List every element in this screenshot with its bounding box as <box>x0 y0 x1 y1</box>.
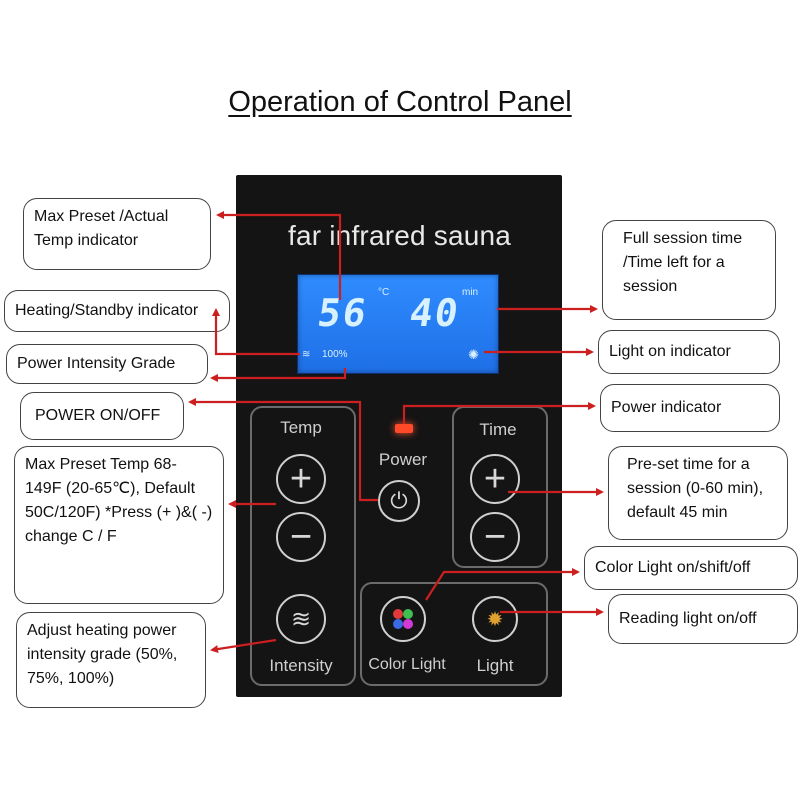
arrow-heating-standby <box>212 308 300 356</box>
arrow-color-light <box>425 568 580 601</box>
callout-power-indicator: Power indicator <box>600 384 780 432</box>
time-unit: min <box>462 287 479 298</box>
arrow-power-indicator <box>402 402 596 424</box>
callout-heating-standby: Heating/Standby indicator <box>4 290 230 332</box>
heat-waves-icon: ≋ <box>290 605 312 633</box>
arrow-intensity <box>210 638 277 654</box>
time-plus-button[interactable]: + <box>470 454 520 504</box>
callout-light-on: Light on indicator <box>598 330 780 374</box>
lcd-display: 56 °C 40 min ≋ 100% ✺ <box>297 274 499 374</box>
power-button[interactable]: ⏻ <box>378 480 420 522</box>
arrow-power-intensity <box>210 368 347 382</box>
power-label: Power <box>378 450 428 469</box>
arrow-power-onoff <box>188 398 378 502</box>
intensity-readout: 100% <box>322 349 348 360</box>
intensity-button[interactable]: ≋ <box>276 594 326 644</box>
callout-preset-time: Pre-set time for a session (0-60 min), d… <box>608 446 788 540</box>
callout-reading-light: Reading light on/off <box>608 594 798 644</box>
temp-label: Temp <box>280 418 322 437</box>
color-light-label: Color Light <box>368 656 446 673</box>
lights-group <box>360 582 548 686</box>
time-minus-button[interactable]: − <box>470 512 520 562</box>
power-icon: ⏻ <box>390 488 408 513</box>
light-indicator-icon: ✺ <box>468 347 479 362</box>
callout-max-preset: Max Preset /Actual Temp indicator <box>23 198 211 270</box>
power-led <box>395 424 413 433</box>
temp-plus-button[interactable]: + <box>276 454 326 504</box>
temp-group <box>250 406 356 686</box>
color-dots-icon <box>393 609 413 629</box>
color-light-button[interactable] <box>380 596 426 642</box>
intensity-label: Intensity <box>269 656 333 675</box>
temp-minus-button[interactable]: − <box>276 512 326 562</box>
temp-unit: °C <box>378 287 390 298</box>
callout-color-light: Color Light on/shift/off <box>584 546 798 590</box>
time-label: Time <box>479 420 517 439</box>
reading-light-button[interactable]: ✹ <box>472 596 518 642</box>
light-label: Light <box>476 656 514 675</box>
callout-power-intensity: Power Intensity Grade <box>6 344 208 384</box>
heating-icon: ≋ <box>302 349 311 360</box>
arrow-max-preset <box>216 211 342 300</box>
callout-adjust-heating: Adjust heating power intensity grade (50… <box>16 612 206 708</box>
diagram-title: Operation of Control Panel <box>228 86 572 118</box>
callout-max-preset-temp: Max Preset Temp 68-149F (20-65℃), Defaul… <box>14 446 224 604</box>
callout-power-onoff: POWER ON/OFF <box>20 392 184 440</box>
brand-label: far infrared sauna <box>288 220 512 251</box>
callout-session-time: Full session time /Time left for a sessi… <box>602 220 776 320</box>
bulb-icon: ✹ <box>486 608 504 631</box>
